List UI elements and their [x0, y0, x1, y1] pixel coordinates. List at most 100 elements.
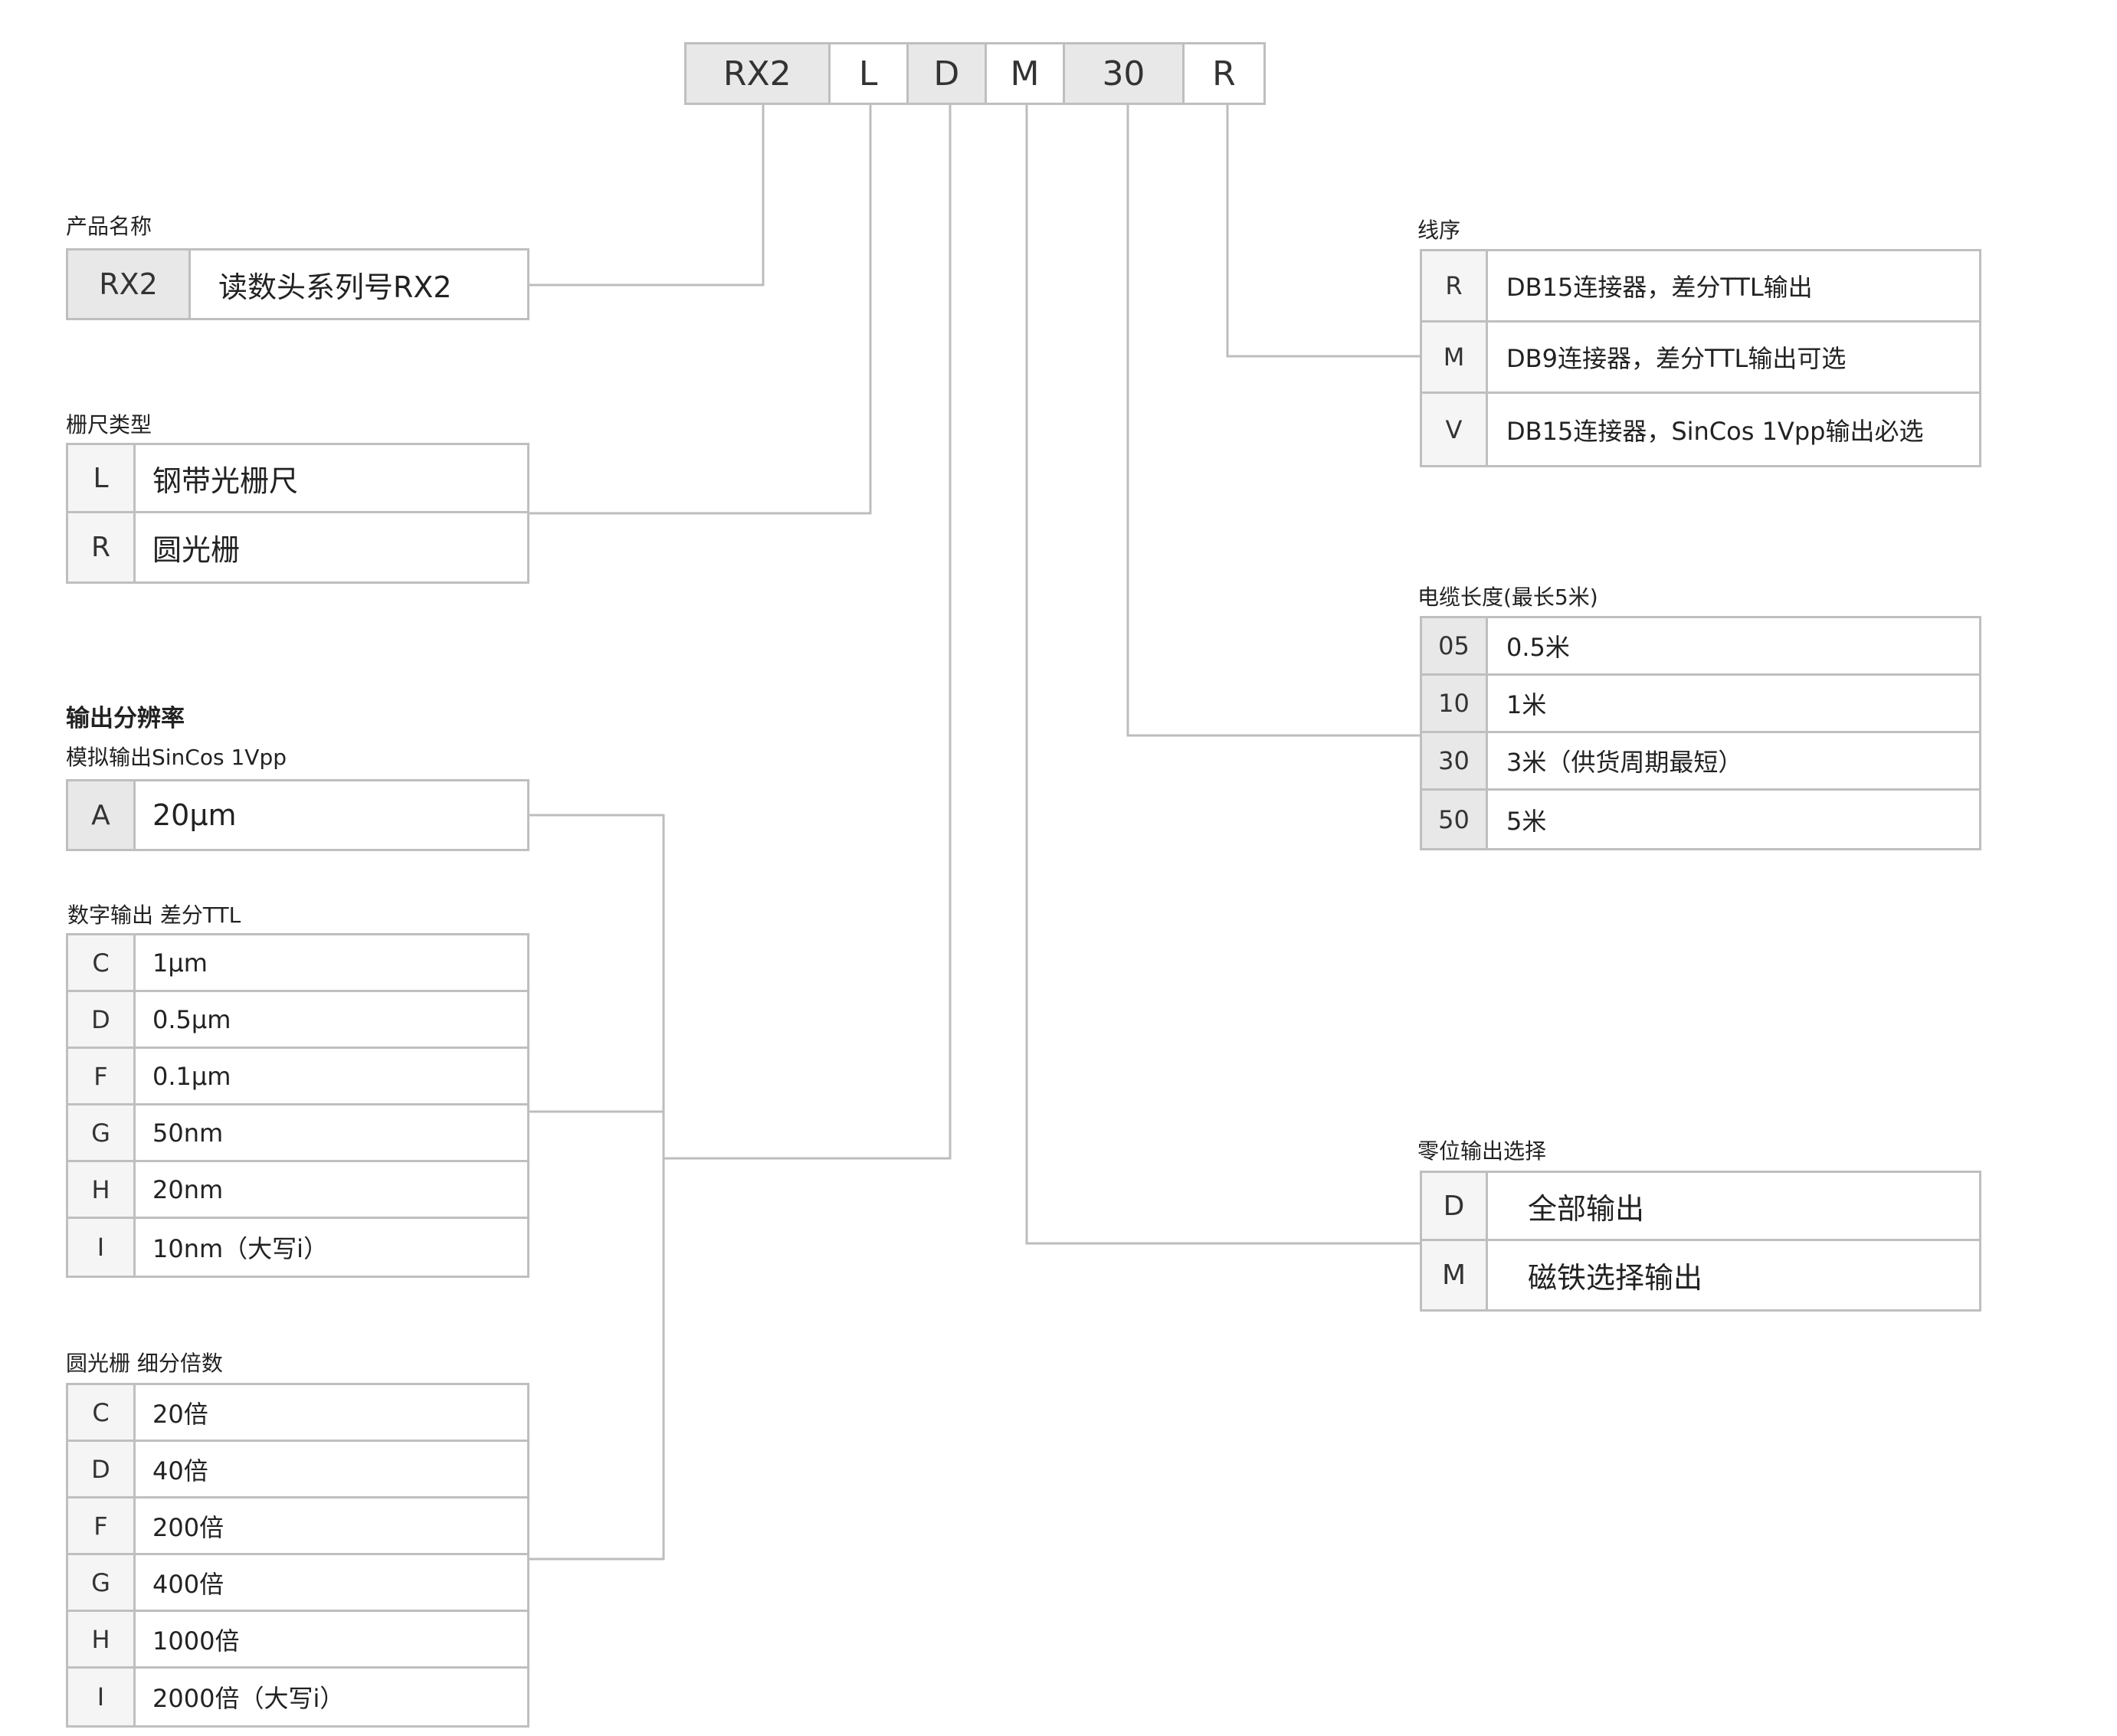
- connector-zero: [1025, 105, 1421, 1245]
- digital-output-title: 数字输出 差分TTL: [67, 902, 241, 928]
- option-code: H: [68, 1612, 136, 1666]
- option-desc: 20nm: [152, 1174, 224, 1204]
- cable-length-table: 05 0.5米 10 1米 30 3米（供货周期最短） 50 5米: [1420, 616, 1981, 850]
- option-code: G: [68, 1105, 136, 1160]
- table-row: 10 1米: [1422, 676, 1979, 733]
- option-code: F: [68, 1499, 136, 1553]
- option-desc: 5米: [1506, 806, 1547, 836]
- option-code: F: [68, 1049, 136, 1103]
- option-code: H: [68, 1162, 136, 1217]
- option-desc: 0.1µm: [152, 1061, 231, 1091]
- table-row: L 钢带光栅尺: [68, 445, 527, 513]
- table-row: H 1000倍: [68, 1612, 527, 1669]
- scale-type-table: L 钢带光栅尺 R 圆光栅: [66, 443, 529, 584]
- wiring-table: R DB15连接器，差分TTL输出 M DB9连接器，差分TTL输出可选 V D…: [1420, 249, 1981, 467]
- connector-wiring: [1226, 105, 1421, 358]
- table-row: M 磁铁选择输出: [1422, 1241, 1979, 1309]
- option-desc: 1米: [1506, 690, 1547, 719]
- digital-output-table: C 1µm D 0.5µm F 0.1µm G 50nm H 20nm I 10…: [66, 933, 529, 1278]
- option-code: 05: [1422, 618, 1488, 673]
- option-code: 50: [1422, 791, 1488, 848]
- option-desc: 读数头系列号RX2: [218, 270, 452, 304]
- option-code: M: [1422, 323, 1488, 391]
- table-row: G 50nm: [68, 1105, 527, 1162]
- option-desc: 磁铁选择输出: [1528, 1261, 1703, 1295]
- resolution-title: 输出分辨率: [66, 705, 185, 732]
- table-row: A 20µm: [68, 781, 527, 849]
- option-code: 10: [1422, 676, 1488, 731]
- option-desc: DB9连接器，差分TTL输出可选: [1506, 344, 1847, 373]
- option-code: M: [1422, 1241, 1488, 1309]
- analog-output-table: A 20µm: [66, 779, 529, 851]
- table-row: V DB15连接器，SinCos 1Vpp输出必选: [1422, 394, 1979, 465]
- option-code: L: [68, 445, 136, 511]
- cable-length-title: 电缆长度(最长5米): [1417, 585, 1598, 610]
- wiring-title: 线序: [1417, 218, 1461, 243]
- analog-output-title: 模拟输出SinCos 1Vpp: [66, 745, 287, 770]
- option-desc: 圆光栅: [152, 533, 241, 567]
- table-row: D 0.5µm: [68, 992, 527, 1049]
- option-desc: 50nm: [152, 1118, 224, 1148]
- option-code: G: [68, 1555, 136, 1610]
- table-row: 50 5米: [1422, 791, 1979, 848]
- option-desc: DB15连接器，SinCos 1Vpp输出必选: [1506, 416, 1924, 446]
- option-code: I: [68, 1219, 136, 1276]
- option-code: RX2: [68, 251, 191, 318]
- option-desc: 2000倍（大写i）: [152, 1684, 345, 1713]
- table-row: D 全部输出: [1422, 1173, 1979, 1241]
- option-desc: 200倍: [152, 1512, 224, 1542]
- table-row: 30 3米（供货周期最短）: [1422, 733, 1979, 791]
- table-row: R DB15连接器，差分TTL输出: [1422, 251, 1979, 323]
- table-row: I 10nm（大写i）: [68, 1219, 527, 1276]
- option-code: D: [68, 992, 136, 1047]
- code-segment-scale-type: L: [830, 44, 909, 103]
- rotary-subdivision-table: C 20倍 D 40倍 F 200倍 G 400倍 H 1000倍 I 2000…: [66, 1383, 529, 1728]
- option-code: 30: [1422, 733, 1488, 788]
- option-desc: 20µm: [152, 798, 237, 832]
- table-row: I 2000倍（大写i）: [68, 1669, 527, 1725]
- code-segment-wiring: R: [1184, 44, 1263, 103]
- connector-resolution-analog: [529, 814, 665, 1561]
- option-desc: 全部输出: [1528, 1191, 1645, 1226]
- option-code: V: [1422, 394, 1488, 465]
- code-segment-cable: 30: [1065, 44, 1185, 103]
- table-row: RX2 读数头系列号RX2: [68, 251, 527, 318]
- option-code: C: [68, 935, 136, 990]
- option-code: R: [1422, 251, 1488, 320]
- zero-output-table: D 全部输出 M 磁铁选择输出: [1420, 1171, 1981, 1312]
- option-desc: 0.5米: [1506, 633, 1570, 662]
- rotary-subdivision-title: 圆光栅 细分倍数: [66, 1351, 223, 1376]
- option-code: C: [68, 1385, 136, 1440]
- table-row: C 1µm: [68, 935, 527, 992]
- option-desc: 10nm（大写i）: [152, 1234, 329, 1263]
- option-desc: 1000倍: [152, 1626, 240, 1656]
- product-title: 产品名称: [66, 214, 152, 239]
- option-desc: 20倍: [152, 1399, 208, 1429]
- option-code: R: [68, 513, 136, 581]
- option-desc: 钢带光栅尺: [152, 463, 299, 498]
- table-row: M DB9连接器，差分TTL输出可选: [1422, 323, 1979, 394]
- code-segment-product: RX2: [687, 44, 831, 103]
- table-row: D 40倍: [68, 1442, 527, 1499]
- option-code: A: [68, 781, 136, 849]
- option-code: D: [1422, 1173, 1488, 1239]
- table-row: C 20倍: [68, 1385, 527, 1442]
- product-table: RX2 读数头系列号RX2: [66, 248, 529, 320]
- table-row: G 400倍: [68, 1555, 527, 1612]
- code-segment-resolution: D: [908, 44, 987, 103]
- option-code: D: [68, 1442, 136, 1496]
- connector-cable: [1126, 105, 1421, 737]
- option-desc: 40倍: [152, 1456, 208, 1485]
- connector-scale-type: [529, 105, 872, 515]
- option-desc: DB15连接器，差分TTL输出: [1506, 273, 1813, 302]
- option-desc: 400倍: [152, 1569, 224, 1599]
- table-row: F 200倍: [68, 1499, 527, 1555]
- option-desc: 1µm: [152, 948, 208, 978]
- table-row: F 0.1µm: [68, 1049, 527, 1105]
- connector-product: [529, 105, 765, 287]
- code-segment-zero: M: [986, 44, 1066, 103]
- table-row: H 20nm: [68, 1162, 527, 1219]
- connector-resolution: [664, 105, 952, 1160]
